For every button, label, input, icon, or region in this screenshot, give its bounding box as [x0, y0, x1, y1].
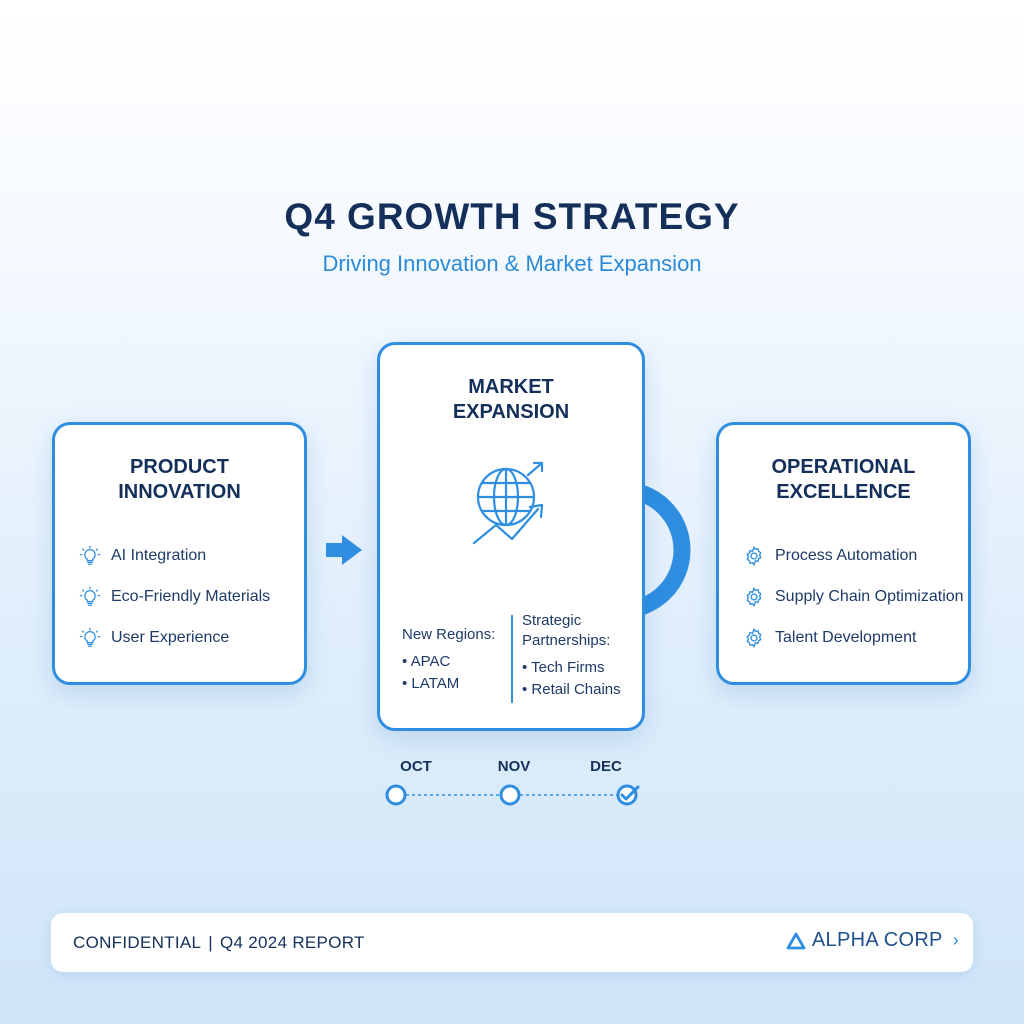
list-item: User Experience: [79, 627, 229, 649]
card-title-line: PRODUCT: [130, 456, 229, 478]
item-label: Supply Chain Optimization: [775, 588, 964, 605]
quarter-timeline: OCT NOV DEC: [380, 758, 650, 810]
region-label: LATAM: [411, 675, 460, 692]
market-expansion-card[interactable]: MARKET EXPANSION New Regions: • APAC • L…: [377, 342, 645, 731]
lightbulb-icon: [79, 545, 101, 565]
page-subtitle: Driving Innovation & Market Expansion: [322, 251, 702, 276]
partner-label: Tech Firms: [531, 659, 605, 676]
check-icon: [616, 784, 640, 806]
footer-report-label: CONFIDENTIAL | Q4 2024 REPORT: [73, 933, 365, 953]
list-item: Supply Chain Optimization: [743, 586, 964, 608]
arrow-right-icon: [326, 535, 362, 565]
ring-connector-decoration: [621, 481, 691, 619]
brand-link[interactable]: ALPHA CORP ›: [786, 929, 959, 952]
timeline-track: [385, 784, 640, 806]
chevron-right-icon: ›: [952, 930, 959, 950]
timeline-label-dec: DEC: [590, 758, 622, 775]
report-label: Q4 2024 REPORT: [220, 933, 365, 952]
heading-line: Partnerships:: [522, 632, 611, 649]
item-label: Talent Development: [775, 629, 917, 646]
list-item: • APAC: [402, 653, 451, 670]
new-regions-heading: New Regions:: [402, 626, 496, 643]
timeline-node-oct: [385, 784, 407, 806]
item-label: User Experience: [111, 629, 230, 646]
product-innovation-title: PRODUCT INNOVATION: [55, 455, 304, 505]
partnerships-heading: Strategic Partnerships:: [522, 611, 642, 651]
region-label: APAC: [410, 653, 451, 670]
lightbulb-icon: [79, 586, 101, 606]
list-item: • Retail Chains: [522, 681, 621, 698]
list-item: Process Automation: [743, 545, 917, 567]
card-title-line: EXPANSION: [452, 401, 570, 423]
footer-separator: |: [208, 933, 213, 952]
gear-icon: [746, 627, 762, 649]
brand-name: ALPHA CORP: [811, 929, 943, 951]
product-innovation-card[interactable]: PRODUCT INNOVATION AI Integration Eco-Fr…: [52, 422, 307, 685]
footer-bar: CONFIDENTIAL | Q4 2024 REPORT ALPHA CORP ›: [51, 913, 973, 972]
item-label: AI Integration: [111, 547, 207, 564]
page-title: Q4 GROWTH STRATEGY: [284, 196, 740, 237]
list-item: Talent Development: [743, 627, 916, 649]
operational-excellence-card[interactable]: OPERATIONAL EXCELLENCE Process Automatio…: [716, 422, 971, 685]
gear-icon: [746, 545, 762, 567]
card-title-line: MARKET: [468, 376, 554, 398]
market-expansion-title: MARKET EXPANSION: [380, 375, 642, 425]
card-title-line: INNOVATION: [118, 481, 241, 503]
triangle-logo-icon: [786, 932, 806, 949]
timeline-label-oct: OCT: [400, 758, 432, 775]
item-label: Process Automation: [775, 547, 918, 564]
partnerships-column: Strategic Partnerships: • Tech Firms • R…: [522, 611, 642, 701]
heading-line: Strategic: [522, 612, 582, 629]
item-label: Eco-Friendly Materials: [111, 588, 271, 605]
card-title-line: OPERATIONAL: [771, 456, 916, 478]
card-title-line: EXCELLENCE: [776, 481, 911, 503]
list-item: Eco-Friendly Materials: [79, 586, 270, 608]
new-regions-column: New Regions: • APAC • LATAM: [402, 625, 512, 695]
lightbulb-icon: [79, 627, 101, 647]
globe-growth-icon: [472, 461, 544, 545]
confidential-label: CONFIDENTIAL: [73, 933, 202, 952]
timeline-label-nov: NOV: [497, 758, 531, 775]
operational-excellence-title: OPERATIONAL EXCELLENCE: [719, 455, 968, 505]
list-item: • Tech Firms: [522, 659, 605, 676]
gear-icon: [746, 586, 762, 608]
list-item: • LATAM: [402, 675, 460, 692]
timeline-node-nov: [499, 784, 521, 806]
column-divider: [511, 615, 513, 703]
partner-label: Retail Chains: [531, 681, 621, 698]
list-item: AI Integration: [79, 545, 206, 567]
